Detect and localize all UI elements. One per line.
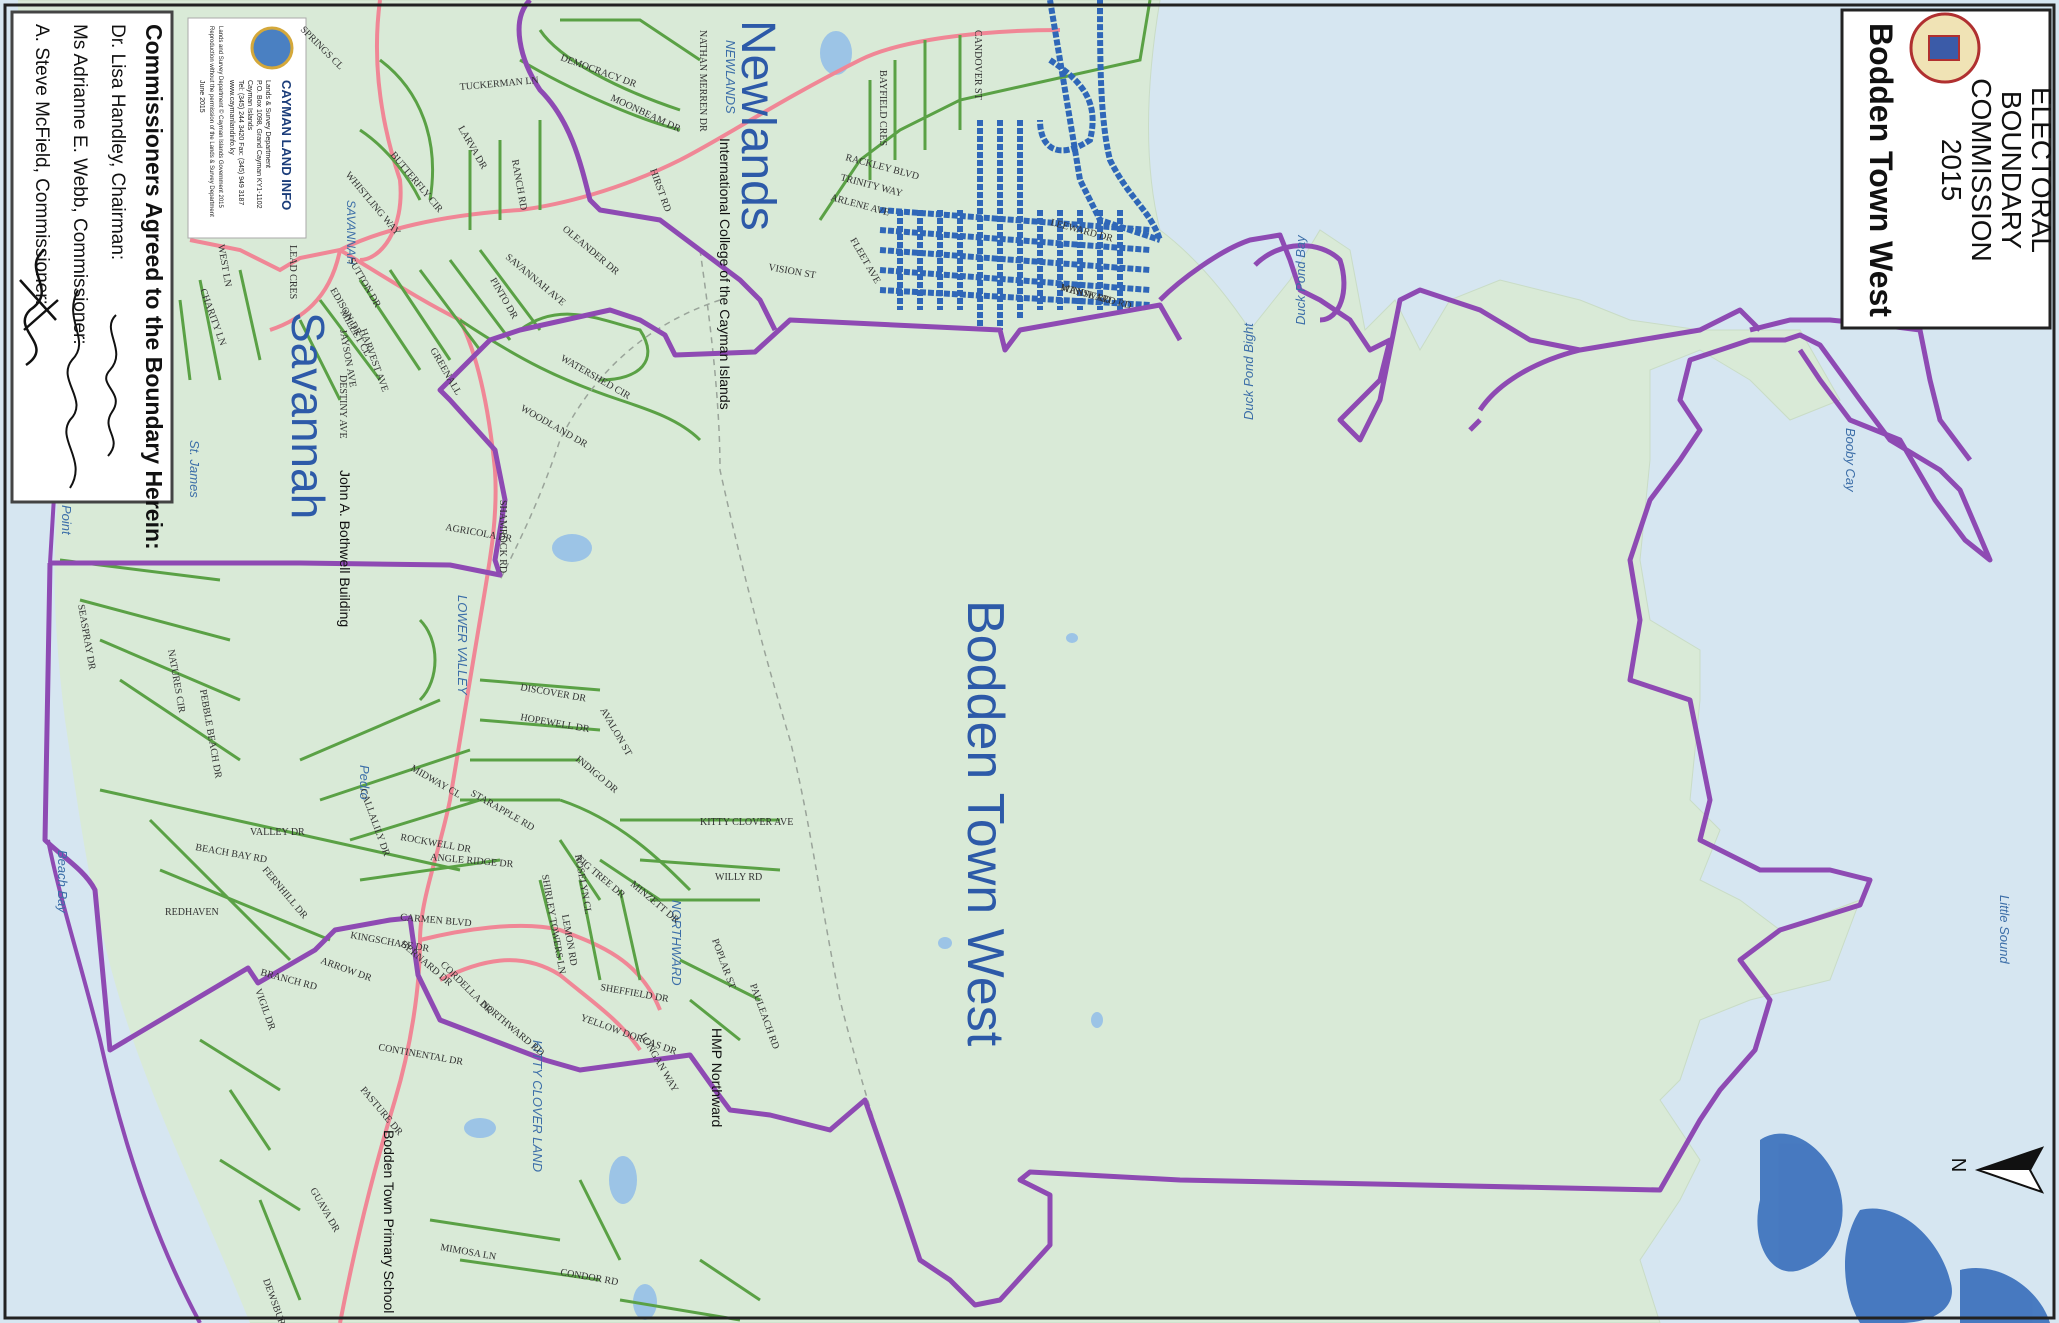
- south-shore-water: [0, 480, 250, 1323]
- water-label-beach-bay: Beach Bay: [55, 850, 70, 914]
- water-label-layer: Duck Pond Bight Duck Pond Bay Booby Cay …: [55, 234, 2012, 965]
- north-sound-islands: [1757, 1133, 2050, 1323]
- logo-line5: www.caymanlandinfo.ky: [228, 79, 235, 155]
- boundary-north: [50, 302, 1183, 578]
- logo-line2: P.O. Box 1098, Grand Cayman KY1-1102: [255, 80, 262, 209]
- area-label-lower-valley: LOWER VALLEY: [455, 595, 470, 696]
- coat-of-arms-shield: [1928, 35, 1960, 61]
- pond: [1091, 1012, 1103, 1028]
- logo-line1: Lands & Survey Department: [264, 80, 271, 168]
- main-roads: [189, 0, 1061, 1323]
- title-line4: 2015: [1936, 139, 1967, 201]
- landmark-hmp-northward: HMP Northward: [709, 1028, 725, 1127]
- north-arrow: N: [1947, 1146, 2045, 1194]
- area-label-kitty-clover-land: KITTY CLOVER LAND: [530, 1040, 545, 1172]
- commissioner-1: Dr. Lisa Handley, Chairman:: [107, 24, 128, 260]
- north-label: N: [1947, 1158, 1969, 1172]
- street-label: VALLEY DR: [250, 827, 305, 838]
- unpaved-track: [499, 299, 721, 581]
- water-label-pedro: Pedro: [357, 765, 372, 800]
- street-label: LEAD CRES: [287, 245, 298, 299]
- street-label: CANDOVER ST: [972, 30, 983, 100]
- water-label-point: Point: [59, 505, 74, 536]
- title-line3: COMMISSION: [1966, 78, 1997, 262]
- pond: [820, 31, 852, 75]
- boundary-savannah-newlands: [516, 0, 778, 332]
- title-box: ELECTORAL BOUNDARY COMMISSION 2015 Bodde…: [1840, 8, 2057, 330]
- area-label-newlands: NEWLANDS: [723, 40, 738, 114]
- pond: [552, 534, 592, 562]
- logo-name: CAYMAN LAND INFO: [279, 80, 294, 210]
- landmark-bothwell-building: John A. Bothwell Building: [337, 470, 353, 627]
- pond: [633, 1284, 657, 1320]
- globe-icon: [250, 26, 294, 70]
- title-line1: ELECTORAL: [2026, 87, 2057, 253]
- commissioner-2: Ms Adrianne E. Webb, Commissioner:: [69, 24, 90, 345]
- street-label: DESTINY AVE: [337, 375, 348, 439]
- district-label-newlands: Newlands: [731, 20, 784, 231]
- pond: [464, 1118, 496, 1138]
- water-label-duck-pond-bight: Duck Pond Bight: [1241, 322, 1256, 420]
- unpaved-track: [699, 249, 901, 1201]
- commissioners-heading: Commissioners Agreed to the Boundary Her…: [141, 24, 167, 550]
- landmark-primary-school: Bodden Town Primary School: [381, 1130, 397, 1313]
- street-label: WILLY RD: [715, 872, 762, 883]
- canal-estate: [879, 0, 1163, 330]
- boundary-islands: [1253, 243, 1581, 432]
- district-label-layer: Bodden Town West Newlands Savannah: [282, 20, 1014, 1047]
- logo-line4: Tel: (345) 244 3420 Fax: (345) 949 3187: [237, 80, 244, 205]
- area-label-layer: LOWER VALLEY NORTHWARD KITTY CLOVER LAND…: [344, 40, 738, 1172]
- area-label-northward: NORTHWARD: [669, 900, 684, 985]
- street-label: SHAMROCK RD: [497, 500, 508, 573]
- signature-2: [65, 289, 81, 489]
- commissioner-3: A. Steve McField, Commissioner:: [31, 24, 52, 305]
- land-info-logo: CAYMAN LAND INFO Lands & Survey Departme…: [187, 17, 307, 239]
- logo-line6: Lands and Survey Department © Cayman Isl…: [217, 26, 224, 209]
- street-label: BAYFIELD CRES: [877, 70, 888, 146]
- pond: [609, 1156, 637, 1204]
- signature-3: [19, 249, 59, 367]
- boundary-bodden-town-west: [42, 332, 1993, 1308]
- district-label-bodden-town-west: Bodden Town West: [956, 600, 1014, 1047]
- title-district: Bodden Town West: [1863, 23, 1899, 317]
- landmark-label-layer: International College of the Cayman Isla…: [337, 138, 733, 1313]
- water-label-booby-cay: Booby Cay: [1843, 428, 1858, 493]
- commissioners-box: Commissioners Agreed to the Boundary Her…: [10, 10, 174, 550]
- map-frame: [3, 3, 2056, 1320]
- street-label: REDHAVEN: [165, 907, 219, 918]
- pond: [938, 937, 952, 949]
- logo-line7: Reproduction without the permission of t…: [208, 26, 214, 217]
- logo-line3: Cayman Islands: [246, 80, 253, 131]
- district-label-savannah: Savannah: [282, 312, 334, 519]
- street-label: KITTY CLOVER AVE: [700, 817, 793, 828]
- water-label-duck-pond-bay: Duck Pond Bay: [1293, 234, 1308, 325]
- water-label-little-sound: Little Sound: [1997, 895, 2012, 964]
- title-line2: BOUNDARY: [1996, 91, 2027, 250]
- signature-1: [105, 314, 118, 457]
- logo-line8: June 2015: [198, 80, 205, 113]
- area-label-savannah: SAVANNAH: [344, 200, 358, 265]
- street-label: NATHAN MERREN DR: [697, 30, 708, 132]
- landmark-international-college: International College of the Cayman Isla…: [717, 138, 733, 410]
- water-label-st-james: St. James: [187, 440, 202, 498]
- pond: [1066, 633, 1078, 643]
